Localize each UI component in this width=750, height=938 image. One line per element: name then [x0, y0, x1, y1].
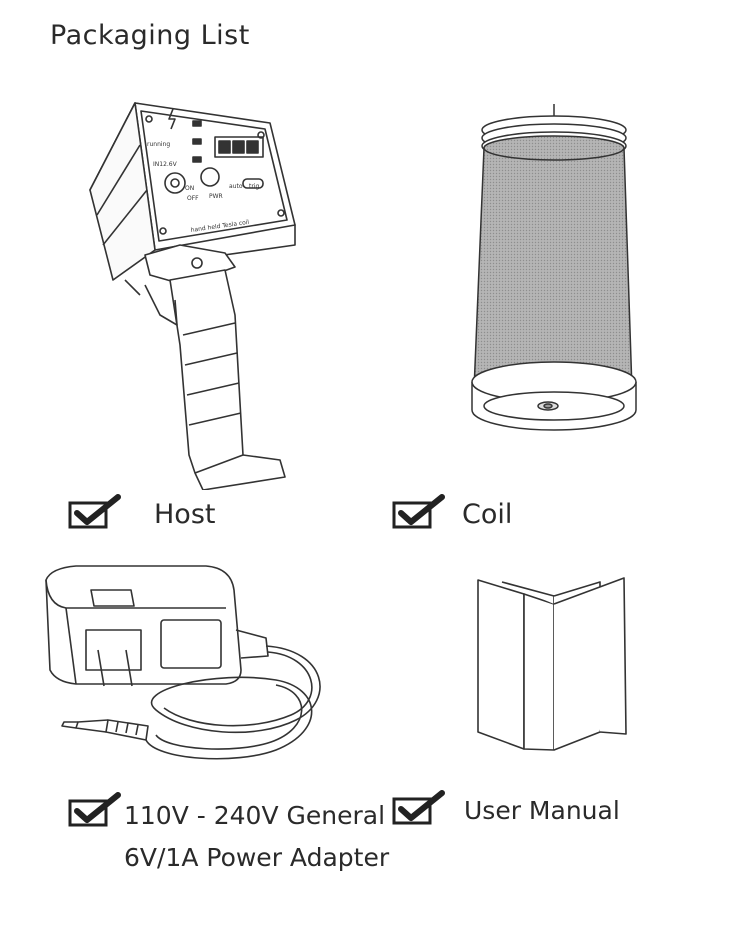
item-label-user-manual: User Manual — [464, 796, 620, 825]
check-box-icon — [68, 792, 121, 827]
panel-label-off: OFF — [187, 195, 199, 202]
item-coil: Coil — [392, 494, 512, 536]
panel-label-input: IN12.6V — [153, 161, 178, 168]
check-box-icon — [392, 790, 445, 825]
item-label-coil: Coil — [462, 499, 513, 530]
item-user-manual: User Manual — [392, 790, 620, 832]
user-manual-illustration — [477, 577, 627, 751]
panel-label-brand: hand held Tesla coil — [190, 219, 250, 234]
check-box-icon — [68, 494, 121, 529]
host-illustration — [89, 102, 296, 490]
page-title: Packaging List — [50, 20, 250, 51]
item-label-host: Host — [154, 499, 216, 530]
host-panel-labels: running IN12.6V ON OFF PWR auto trig han… — [147, 141, 259, 234]
item-host: Host — [68, 494, 215, 536]
item-label-adapter-line1: 110V - 240V General — [124, 801, 386, 830]
item-label-adapter-line2: 6V/1A Power Adapter — [124, 843, 390, 872]
panel-label-trig: trig — [249, 183, 259, 190]
panel-label-on: ON — [185, 185, 194, 192]
coil-illustration — [471, 104, 637, 431]
check-box-icon — [392, 494, 445, 529]
power-adapter-illustration — [45, 565, 321, 760]
panel-label-auto: auto — [229, 183, 243, 190]
panel-label-pwr: PWR — [209, 193, 223, 200]
item-power-adapter: 110V - 240V General 6V/1A Power Adapter — [68, 792, 389, 879]
panel-label-running: running — [147, 141, 170, 148]
